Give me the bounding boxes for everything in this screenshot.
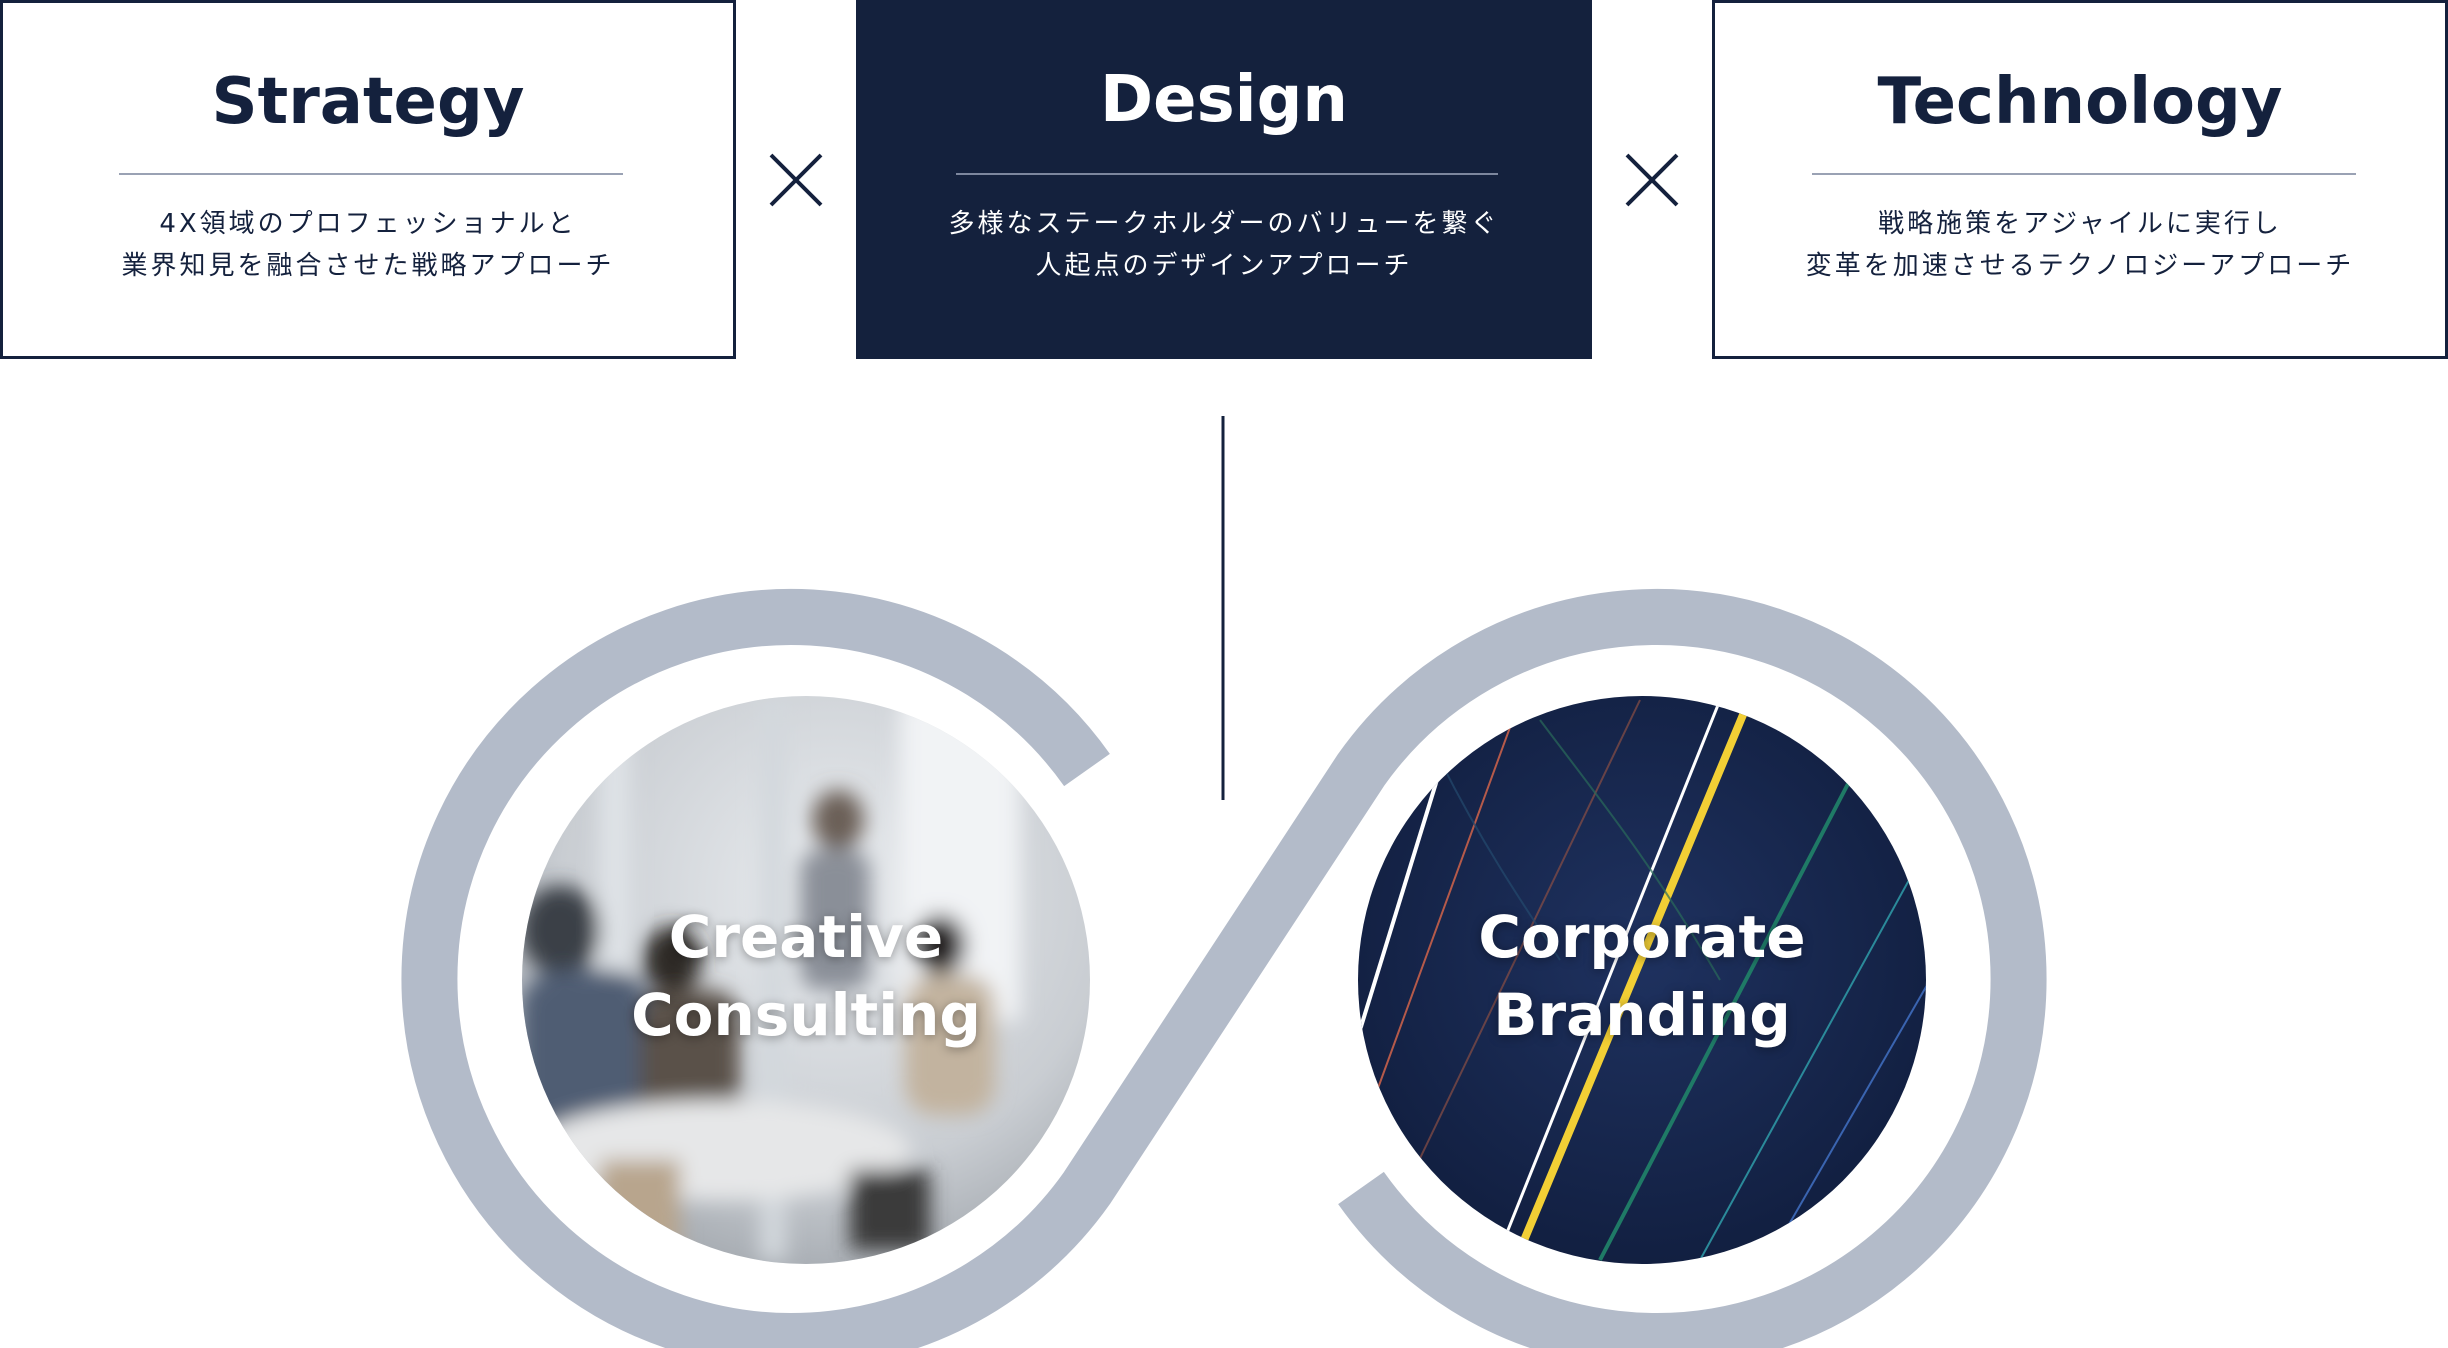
times-icon [769, 153, 823, 207]
card-description: 4X領域のプロフェッショナルと 業界知見を融合させた戦略アプローチ [121, 209, 615, 281]
divider [956, 173, 1498, 175]
card-title: Design [1100, 63, 1348, 137]
strategy-card: Strategy 4X領域のプロフェッショナルと 業界知見を融合させた戦略アプロ… [0, 0, 736, 359]
card-description: 多様なステークホルダーのバリューを繋ぐ 人起点のデザインアプローチ [948, 209, 1500, 281]
divider [119, 173, 623, 175]
creative-consulting-label: Creative Consulting [631, 903, 981, 1049]
divider [1812, 173, 2356, 175]
design-card: Design 多様なステークホルダーのバリューを繋ぐ 人起点のデザインアプローチ [856, 0, 1592, 359]
corporate-branding-image [1358, 696, 1926, 1264]
corporate-branding-label: Corporate Branding [1478, 903, 1806, 1049]
times-icon [1625, 153, 1679, 207]
card-title: Strategy [211, 65, 525, 139]
technology-card: Technology 戦略施策をアジャイルに実行し 変革を加速させるテクノロジー… [1712, 0, 2448, 359]
card-description: 戦略施策をアジャイルに実行し 変革を加速させるテクノロジーアプローチ [1805, 209, 2355, 281]
infinity-band [401, 589, 2047, 1348]
card-title: Technology [1877, 65, 2283, 139]
